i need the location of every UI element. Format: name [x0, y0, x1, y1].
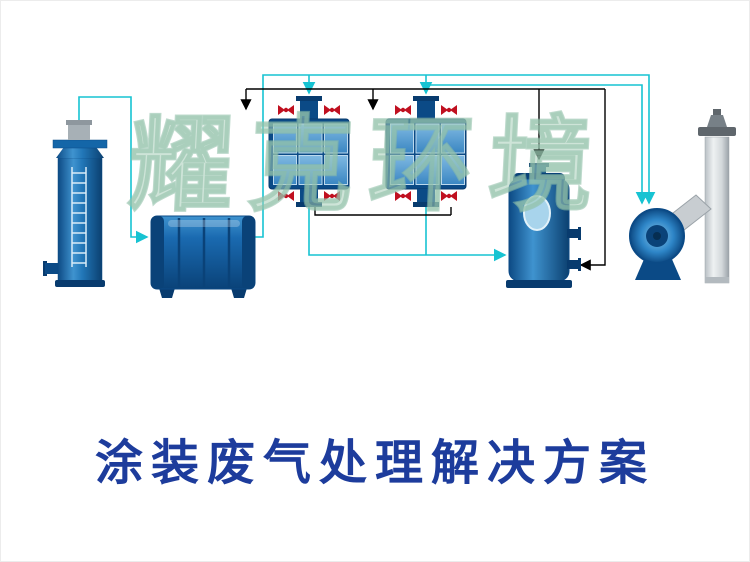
pipe-scrubber-to-tank: [78, 96, 149, 244]
pipe-black-right-riser: [579, 89, 606, 271]
valve-box2-bottom-right: [441, 191, 457, 201]
centrifugal-fan: [629, 194, 712, 280]
tower-cap: [68, 123, 90, 140]
pipe-tank-to-top-main: [255, 74, 656, 238]
activated-carbon-box-1: [268, 96, 350, 207]
exhaust-chimney: [698, 109, 736, 284]
valve-box2-bottom-left: [395, 191, 411, 201]
spray-scrubber-tower: [43, 120, 108, 287]
pipe-network: [78, 74, 656, 271]
pipe-box1-bottom-to-vtank: [308, 207, 507, 262]
valve-box1-top-right: [324, 105, 340, 115]
activated-carbon-box-2: [385, 96, 467, 207]
valve-box1-top-left: [278, 105, 294, 115]
chimney-cap-brim: [698, 127, 736, 136]
valve-box1-bottom-right: [324, 191, 340, 201]
pipe-black-box1-bottom-link: [314, 207, 451, 216]
fan-base: [635, 257, 681, 280]
tank-sight-window: [523, 195, 551, 231]
pipe-top-second-line: [426, 84, 649, 205]
valve-box2-top-left: [395, 105, 411, 115]
vertical-tank: [506, 163, 581, 288]
page-title: 涂装废气处理解决方案: [94, 435, 655, 491]
valve-box1-bottom-left: [278, 191, 294, 201]
valve-box2-top-right: [441, 105, 457, 115]
horizontal-treatment-tank: [150, 215, 256, 298]
tower-ladder: [71, 167, 87, 267]
